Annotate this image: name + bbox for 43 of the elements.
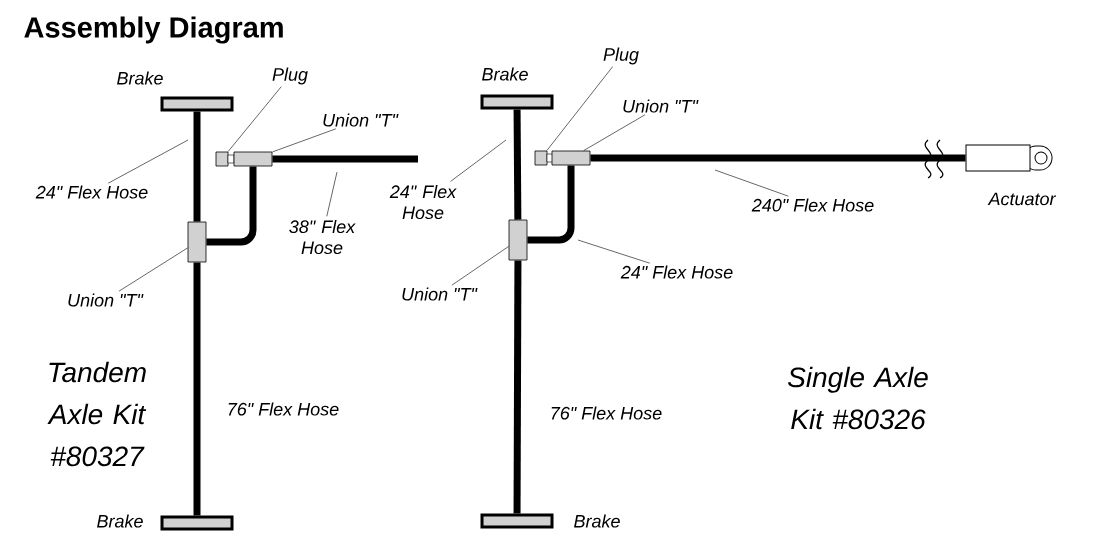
part-label: 240" Flex Hose xyxy=(751,198,874,212)
node-label: Actuator xyxy=(987,192,1057,206)
union-tee xyxy=(187,221,207,263)
part-label: 24" Flex Hose xyxy=(389,184,457,220)
part-label: Plug xyxy=(272,67,308,85)
brake-plate: Brake xyxy=(480,67,554,110)
leader-line xyxy=(118,247,188,292)
brake-plate: Brake xyxy=(97,514,234,531)
actuator: Actuator xyxy=(965,144,1057,206)
leader-line xyxy=(107,139,189,184)
part-label: Union "T" xyxy=(402,287,478,301)
leader-line xyxy=(272,128,337,153)
part-label: 24" Flex Hose xyxy=(35,185,148,199)
kit-title: Tandem Axle Kit #80327 xyxy=(47,361,147,467)
node-label: Brake xyxy=(97,514,143,528)
hose-label: 76" Flex Hose xyxy=(547,404,665,422)
union-tee xyxy=(508,219,528,261)
title: Assembly Diagram xyxy=(24,16,283,44)
plug xyxy=(534,150,554,166)
union-tee xyxy=(233,151,273,167)
brake-plate: Brake xyxy=(480,513,620,529)
node-label: Brake xyxy=(482,67,528,81)
node-label: Brake xyxy=(117,71,163,85)
part-label: Union "T" xyxy=(623,99,699,113)
union-tee xyxy=(551,150,591,166)
leader-line xyxy=(227,86,282,152)
brake-plate: Brake xyxy=(117,71,234,112)
hose-label: 76" Flex Hose xyxy=(224,400,342,418)
leader-line xyxy=(451,246,509,286)
part-label: Plug xyxy=(603,47,639,65)
leader-line xyxy=(546,66,613,151)
part-label: Union "T" xyxy=(323,113,399,127)
part-label: 38" Flex Hose xyxy=(289,219,356,255)
part-label: Union "T" xyxy=(68,293,144,307)
leader-line xyxy=(450,139,507,182)
part-label: 24" Flex Hose xyxy=(620,265,733,279)
kit-title: Single Axle Kit #80326 xyxy=(788,366,928,430)
leader-line xyxy=(577,239,651,264)
node-label: Brake xyxy=(574,514,620,528)
leader-line xyxy=(326,171,338,217)
plug xyxy=(215,151,235,167)
leader-line xyxy=(714,169,789,197)
leader-line xyxy=(583,114,646,151)
